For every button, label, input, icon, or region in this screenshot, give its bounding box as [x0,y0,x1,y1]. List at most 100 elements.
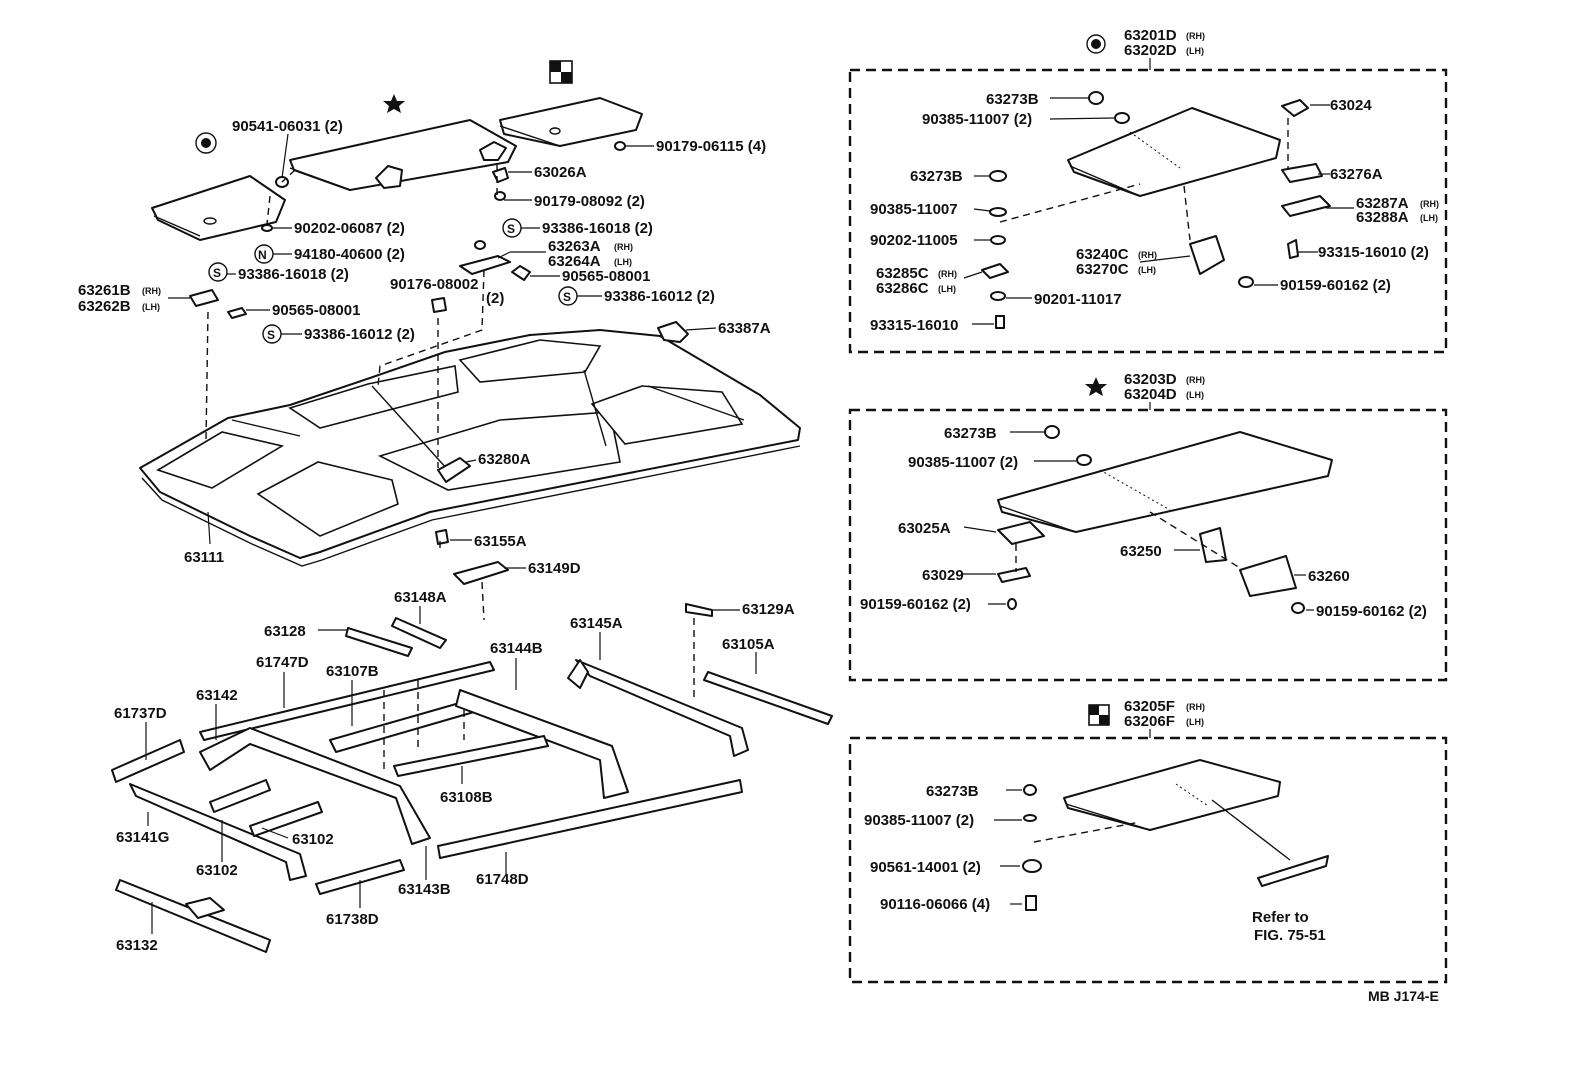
label-93386-16018-a: 93386-16018 (2) [542,220,653,237]
box3-title-lh: 63206F [1124,713,1175,730]
label-63149d: 63149D [528,560,581,577]
label-93315-16010-box1-b: 93315-16010 [870,317,958,334]
sunshade-star [289,119,517,191]
label-90385-11007-box1-b: 90385-11007 [870,201,958,218]
suffix-lh-63264a: (LH) [614,257,632,267]
roof-headliner [139,329,801,567]
label-63111: 63111 [184,549,224,566]
label-63264a: 63264A [548,253,601,270]
label-90385-11007-box3: 90385-11007 (2) [864,812,974,829]
label-93315-16010-box1-a: 93315-16010 (2) [1318,244,1429,261]
box1-63270c-lh: (LH) [1138,265,1156,275]
label-63261b: 63261B [78,282,131,299]
label-63262b: 63262B [78,298,131,315]
refer-line-1: Refer to [1252,909,1309,926]
s-circles: S S S S N [208,218,578,344]
label-90176-qty: (2) [486,290,504,307]
fasteners-top [189,141,626,585]
label-63273b-box2: 63273B [944,425,997,442]
label-93386-16018-b: 93386-16018 (2) [238,266,349,283]
checker-icon [549,60,573,84]
suffix-rh-63261b: (RH) [142,286,161,296]
suffix-rh-63263a: (RH) [614,242,633,252]
label-63144b: 63144B [490,640,543,657]
label-90116-06066: 90116-06066 (4) [880,896,990,913]
box2-title-lh: 63204D [1124,386,1177,403]
box-63205f: 63205F (RH) 63206F (LH) 63273B 90385-110… [848,698,1448,984]
label-90176-08002: 90176-08002 [390,276,478,293]
label-63105a: 63105A [722,636,775,653]
label-63285c: 63285C [876,265,929,282]
label-90565-08001-b: 90565-08001 [272,302,360,319]
label-63280a: 63280A [478,451,531,468]
label-90561-14001: 90561-14001 (2) [870,859,981,876]
bullseye-icon-box1 [1091,39,1101,49]
label-90202-11005: 90202-11005 [870,232,958,249]
label-90565-08001-a: 90565-08001 [562,268,650,285]
box1-63240c-rh: (RH) [1138,250,1157,260]
box2-suffix-lh: (LH) [1186,390,1204,400]
label-90541-06031: 90541-06031 (2) [232,118,343,135]
label-63273b-box1-a: 63273B [986,91,1039,108]
box1-suffix-rh: (RH) [1186,31,1205,41]
label-63145a: 63145A [570,615,623,632]
box3-suffix-lh: (LH) [1186,717,1204,727]
s-mark-1: S [507,222,515,236]
box3-title-rh: 63205F [1124,698,1175,715]
label-90385-11007-box2: 90385-11007 (2) [908,454,1018,471]
box1-63287a-rh: (RH) [1420,199,1439,209]
label-90159-60162-box2-a: 90159-60162 (2) [860,596,971,613]
refer-line-2: FIG. 75-51 [1254,927,1326,944]
guide-lines-main [205,164,695,770]
label-90179-06115: 90179-06115 (4) [656,138,766,155]
label-63273b-box3: 63273B [926,783,979,800]
label-63024: 63024 [1330,97,1372,114]
n-mark: N [258,248,267,262]
label-63107b: 63107B [326,663,379,680]
label-63143b: 63143B [398,881,451,898]
label-63250: 63250 [1120,543,1162,560]
box2-title-rh: 63203D [1124,371,1177,388]
sunshade-checker [499,97,643,147]
box-63201d: 63201D (RH) 63202D (LH) [848,27,1448,354]
label-63108b: 63108B [440,789,493,806]
label-63128: 63128 [264,623,306,640]
label-63260: 63260 [1308,568,1350,585]
box1-title-lh: 63202D [1124,42,1177,59]
box1-63286c-lh: (LH) [938,284,956,294]
bracket-63387a [657,321,689,343]
sunshade-bullseye-small [151,175,286,241]
label-63270c: 63270C [1076,261,1129,278]
label-90385-11007-box1-a: 90385-11007 (2) [922,111,1032,128]
s-mark-3: S [563,290,571,304]
lower-frame-parts [111,603,833,953]
label-61748d: 61748D [476,871,529,888]
label-93386-16012-b: 93386-16012 (2) [304,326,415,343]
label-94180-40600: 94180-40600 (2) [294,246,405,263]
label-90159-60162-box1: 90159-60162 (2) [1280,277,1391,294]
label-63025a: 63025A [898,520,951,537]
label-63155a: 63155A [474,533,527,550]
label-61747d: 61747D [256,654,309,671]
label-63240c: 63240C [1076,246,1129,263]
label-63288a: 63288A [1356,209,1409,226]
label-90179-08092: 90179-08092 (2) [534,193,645,210]
figure-code: MB J174-E [1368,988,1439,1004]
label-63129a: 63129A [742,601,795,618]
box-63203d: 63203D (RH) 63204D (LH) 63273B 90385-110… [848,371,1448,682]
checker-icon-box3 [1088,704,1110,726]
s-mark-2: S [213,266,221,280]
star-icon [383,94,405,113]
suffix-lh-63262b: (LH) [142,302,160,312]
label-63026a: 63026A [534,164,587,181]
label-63276a: 63276A [1330,166,1383,183]
label-63102-b: 63102 [196,862,238,879]
box1-title-rh: 63201D [1124,27,1177,44]
label-63132: 63132 [116,937,158,954]
label-90202-06087: 90202-06087 (2) [294,220,405,237]
label-61738d: 61738D [326,911,379,928]
label-63387a: 63387A [718,320,771,337]
main-labels: 90541-06031 (2) 90179-06115 (4) 63026A 9… [78,118,795,954]
leader-lines-main [145,133,757,934]
